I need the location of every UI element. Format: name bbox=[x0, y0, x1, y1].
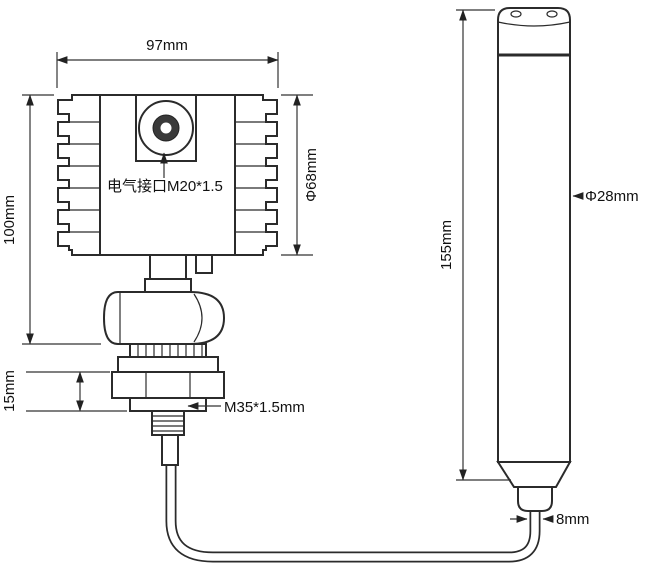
lower-flange-plate bbox=[129, 397, 207, 412]
label-probe-diameter: Φ28mm bbox=[572, 188, 639, 205]
right-cap-fin-lines bbox=[235, 121, 266, 233]
probe-length-label: 155mm bbox=[438, 220, 455, 270]
cable-diameter-label: 8mm bbox=[556, 511, 589, 528]
knurled-ring bbox=[129, 343, 207, 358]
dimension-probe-length: 155mm bbox=[438, 9, 511, 481]
probe-drawing bbox=[496, 7, 572, 512]
probe-top-hole-right bbox=[546, 10, 558, 18]
body-diameter-label: Φ68mm bbox=[303, 148, 320, 202]
probe-top-edge bbox=[497, 21, 571, 27]
label-process-thread: M35*1.5mm bbox=[187, 399, 305, 416]
dimension-body-height: 100mm bbox=[1, 94, 101, 345]
junction-block bbox=[102, 291, 226, 345]
body-width-label: 97mm bbox=[146, 37, 188, 54]
electrical-entry-boss bbox=[135, 94, 197, 162]
connection-cable bbox=[165, 462, 541, 563]
probe-tip bbox=[517, 486, 553, 512]
left-cap-fin-lines bbox=[69, 121, 100, 233]
stem-tube bbox=[161, 434, 179, 466]
thread-lines bbox=[152, 415, 184, 432]
transmitter-right-cap bbox=[234, 94, 278, 256]
upper-flange-plate bbox=[117, 356, 219, 373]
electrical-port-label: 电气接口M20*1.5 bbox=[107, 178, 223, 195]
probe-body bbox=[497, 7, 571, 463]
label-electrical-port: 电气接口M20*1.5 bbox=[107, 152, 223, 195]
probe-top-hole-left bbox=[510, 10, 522, 18]
body-height-label: 100mm bbox=[1, 195, 18, 245]
knurl-lines bbox=[137, 344, 203, 357]
neck-upper bbox=[149, 254, 187, 280]
hex-nut bbox=[111, 371, 225, 399]
cable-outline bbox=[165, 462, 541, 563]
process-thread-label: M35*1.5mm bbox=[224, 399, 305, 416]
transmitter-left-cap bbox=[57, 94, 101, 256]
cable-core bbox=[167, 462, 539, 561]
transmitter-drawing bbox=[57, 94, 278, 466]
process-connection bbox=[111, 343, 225, 466]
probe-taper bbox=[496, 461, 572, 488]
probe-diameter-label: Φ28mm bbox=[585, 188, 639, 205]
label-cable-diameter: 8mm bbox=[510, 511, 589, 528]
nut-height-label: 15mm bbox=[1, 370, 18, 412]
dimension-body-width: 97mm bbox=[56, 37, 279, 88]
dimension-nut-height: 15mm bbox=[1, 370, 127, 412]
side-tab bbox=[195, 254, 213, 274]
dimension-body-diameter: Φ68mm bbox=[281, 94, 320, 256]
entry-center-hole bbox=[160, 122, 172, 134]
neck-lower bbox=[144, 278, 192, 293]
